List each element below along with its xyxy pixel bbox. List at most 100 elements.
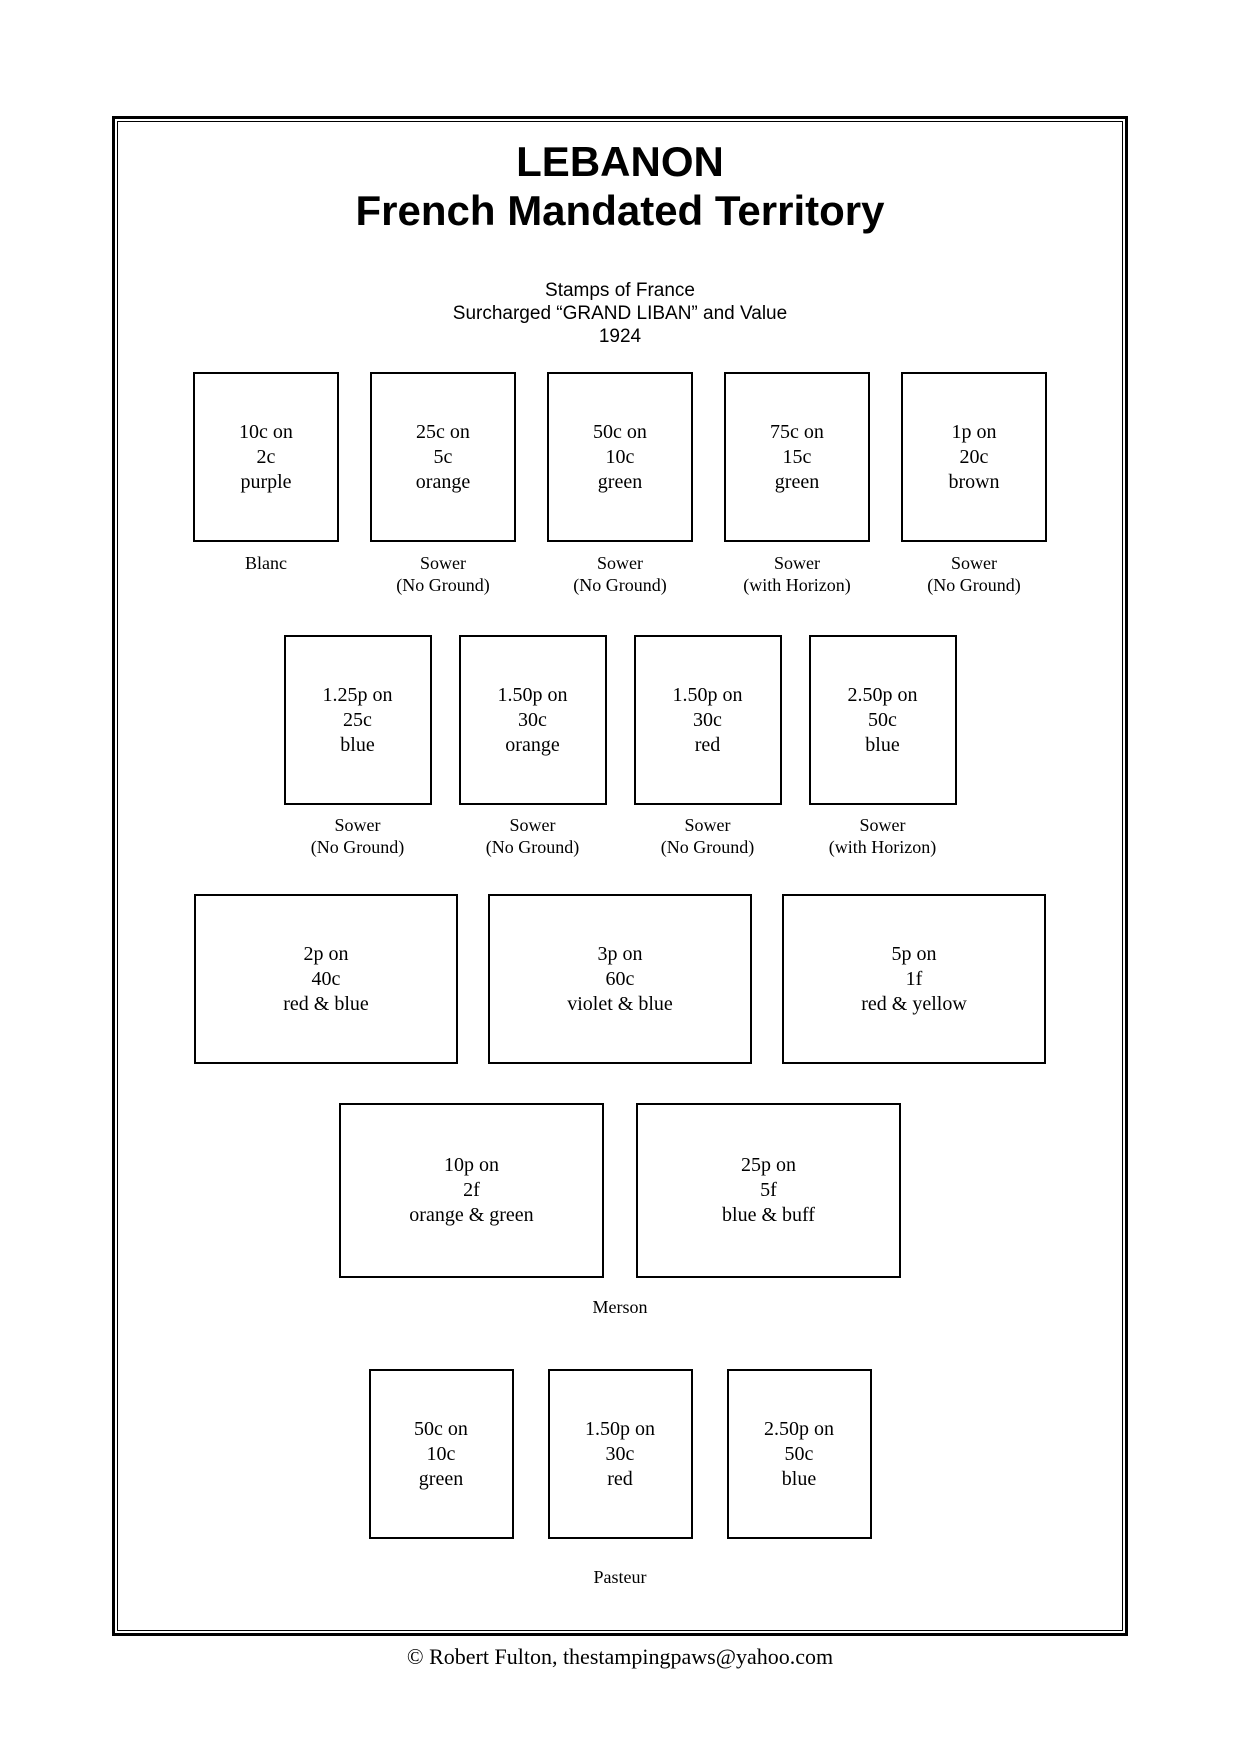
- stamp-type-caption: Sower(No Ground): [370, 552, 516, 596]
- stamp-description-line: 30c: [693, 708, 722, 731]
- stamp-description-line: blue: [781, 1467, 817, 1490]
- stamp-type-caption-line: Sower: [774, 553, 820, 573]
- stamp-description-line: 10c: [426, 1442, 456, 1465]
- stamp-type-caption-line: Sower: [597, 553, 643, 573]
- stamp-description-line: red & yellow: [861, 992, 967, 1015]
- stamp-type-caption-line: Sower: [951, 553, 997, 573]
- stamp-type-caption-line: (No Ground): [573, 575, 667, 595]
- stamp-description-line: 25c on: [416, 420, 470, 443]
- stamp-type-caption: Sower(No Ground): [459, 814, 607, 858]
- stamp-description-line: 2.50p on: [847, 683, 918, 706]
- stamp-description-line: 3p on: [597, 942, 643, 965]
- page-header: LEBANON French Mandated Territory: [0, 137, 1240, 235]
- stamp-description-line: 10c: [605, 445, 635, 468]
- stamp-type-caption-line: (No Ground): [396, 575, 490, 595]
- stamp-type-caption-line: (No Ground): [485, 837, 580, 857]
- stamp-type-caption: Sower(No Ground): [547, 552, 693, 596]
- stamp-description-line: 50c on: [414, 1417, 468, 1440]
- page-border: [112, 116, 1128, 1636]
- stamp-description-line: 1.50p on: [497, 683, 568, 706]
- stamp-type-caption-line: (No Ground): [310, 837, 405, 857]
- page-title-line2: French Mandated Territory: [355, 187, 885, 234]
- stamp-type-caption: Sower(with Horizon): [724, 552, 870, 596]
- stamp-type-caption-line: Sower: [420, 553, 466, 573]
- subtitle-year: 1924: [598, 326, 642, 347]
- stamp-type-caption-line: (with Horizon): [743, 575, 851, 595]
- subtitle-line: Stamps of France: [545, 280, 695, 301]
- stamp-type-caption-line: (No Ground): [660, 837, 755, 857]
- stamp-description-line: 2c: [256, 445, 276, 468]
- subtitle-line: Surcharged “GRAND LIBAN” and Value: [452, 303, 788, 324]
- stamp-type-caption: Sower(with Horizon): [809, 814, 957, 858]
- stamp-type-caption: Blanc: [193, 552, 339, 596]
- stamp-description-line: 25c: [343, 708, 372, 731]
- stamp-description-line: red: [694, 733, 721, 756]
- stamp-description-line: 2f: [463, 1179, 480, 1201]
- stamp-type-caption-line: Sower: [334, 815, 381, 835]
- stamp-description-line: blue: [340, 733, 375, 756]
- stamp-description-line: red & blue: [283, 992, 369, 1015]
- stamp-description-line: 1.50p on: [585, 1417, 655, 1440]
- stamp-description-line: 75c on: [770, 420, 824, 443]
- stamp-type-caption-line: (with Horizon): [828, 837, 937, 857]
- stamp-description-line: green: [597, 470, 643, 493]
- stamp-description-line: 50c: [868, 708, 897, 731]
- stamp-description-line: purple: [240, 470, 292, 493]
- stamp-type-caption-line: Sower: [509, 815, 556, 835]
- stamp-description-line: 10p on: [443, 1154, 499, 1176]
- stamp-type-caption-line: Blanc: [245, 553, 287, 573]
- stamp-type-caption: Sower(No Ground): [634, 814, 782, 858]
- stamp-description-line: 60c: [605, 967, 635, 990]
- stamp-description-line: 50c: [784, 1442, 814, 1465]
- footer-credit: © Robert Fulton, thestampingpaws@yahoo.c…: [406, 1644, 834, 1669]
- stamp-description-line: 5f: [760, 1179, 777, 1201]
- stamp-description-line: 1.50p on: [672, 683, 743, 706]
- stamp-type-caption-line: (No Ground): [927, 575, 1021, 595]
- stamp-description-line: 1f: [905, 967, 923, 990]
- stamp-description-line: 30c: [605, 1442, 635, 1465]
- stamp-description-line: 25p on: [740, 1154, 796, 1176]
- stamp-type-caption-line: Sower: [859, 815, 906, 835]
- page-title: LEBANON: [516, 138, 724, 185]
- stamp-description-line: brown: [948, 470, 1000, 493]
- stamp-description-line: 2.50p on: [764, 1417, 834, 1440]
- page-subheader: Stamps of France Surcharged “GRAND LIBAN…: [0, 279, 1240, 348]
- stamp-type-caption: Sower(No Ground): [284, 814, 432, 858]
- stamp-description-line: 5p on: [891, 942, 937, 965]
- stamp-description-line: green: [774, 470, 820, 493]
- stamp-description-line: violet & blue: [567, 992, 673, 1015]
- stamp-description-line: 50c on: [593, 420, 647, 443]
- stamp-description-line: orange: [505, 733, 560, 756]
- stamp-description-line: 5c: [433, 445, 453, 468]
